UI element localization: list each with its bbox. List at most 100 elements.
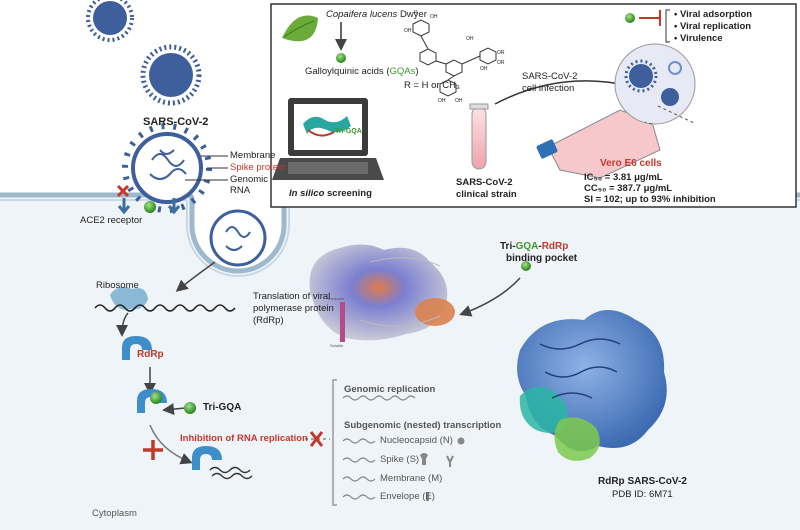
nucleocapsid-label: Nucleocapsid (N) <box>380 435 453 446</box>
chem-label-or-2: OR <box>497 60 505 66</box>
culture-flask <box>536 109 661 179</box>
genomic-replication-label: Genomic replication <box>344 384 436 395</box>
spike-icon <box>420 453 428 465</box>
chem-label-oh-3: OH <box>466 36 474 42</box>
subgenomic-label: Subgenomic (nested) transcription <box>344 420 502 431</box>
inhibition-cross-icon <box>143 440 163 460</box>
chem-label-oh-2: OH <box>430 14 438 20</box>
chemical-structure <box>412 19 497 97</box>
magnified-cells <box>614 43 696 125</box>
membrane-item-label: Membrane (M) <box>380 473 443 484</box>
plant-author: Dwyer <box>399 9 427 20</box>
envelope-icon <box>426 492 429 501</box>
strain-line-2: clinical strain <box>456 189 517 200</box>
screening-method-label: In silico screening <box>289 188 372 199</box>
translation-line-3: (RdRp) <box>253 315 284 326</box>
rdrp-ribbon-structure <box>517 310 667 461</box>
title-rdrp: RdRp <box>541 241 569 252</box>
effect-3: • Virulence <box>674 33 723 44</box>
effect-1: • Viral adsorption <box>674 9 753 20</box>
chem-label-oh-1: OH <box>404 28 412 34</box>
chem-label-oh-6: OH <box>455 98 463 104</box>
structure-name: RdRp SARS-CoV-2 <box>598 476 687 487</box>
gqa-inhibitor-icon <box>625 13 635 23</box>
viral-rna-strand <box>94 304 236 312</box>
leaf-icon <box>282 15 318 42</box>
envelope-label: Envelope (E) <box>380 491 435 502</box>
plant-species: Copaifera lucens <box>326 9 398 20</box>
title-gqa: GQA <box>515 241 539 252</box>
transcription-bracket <box>332 379 337 506</box>
laptop-keyboard <box>272 158 384 180</box>
rdrp-label: RdRp <box>137 349 164 360</box>
binding-pocket-title: Tri-GQA-RdRp <box>500 241 568 252</box>
scale-bottom-label: Soluble <box>330 343 344 348</box>
effect-2: • Viral replication <box>674 21 752 32</box>
inhibition-label: Inhibition of RNA replication <box>180 433 308 444</box>
blocked-cross-icon <box>116 184 130 198</box>
si-value: SI = 102; up to 93% inhibition <box>584 194 716 205</box>
genomic-label: Genomic <box>230 174 269 185</box>
tri-gqa-label: Tri-GQA <box>203 402 242 413</box>
scale-top-label: Insoluble <box>328 296 345 301</box>
rdrp-protein <box>122 336 152 360</box>
effect-3-text: Virulence <box>679 33 723 44</box>
cytoplasm-label: Cytoplasm <box>92 508 137 519</box>
plant-source-label: Copaifera lucens Dwyer <box>326 9 427 20</box>
gqa-molecule-virus <box>144 201 156 213</box>
laptop-tri-gqa-label: Tri-GQA <box>335 128 362 135</box>
virion-small-2 <box>140 44 202 106</box>
hydrophobicity-scale <box>340 302 345 342</box>
ribosome-label: Ribosome <box>96 280 139 291</box>
rdrp-protein-replication <box>192 446 222 470</box>
ace2-receptor-2 <box>167 198 181 215</box>
chem-label-r: R <box>414 10 418 16</box>
nucleocapsid-icon <box>457 437 465 445</box>
compound-name: Galloylquinic acids ( <box>305 66 390 77</box>
vero-cells-label: Vero E6 cells <box>600 158 662 169</box>
sars-cov-2-virion <box>122 123 228 213</box>
binding-pocket-subtitle: binding pocket <box>506 253 578 264</box>
ic50-value: IC₅₀ = 3.81 μg/mL <box>584 172 663 183</box>
r-group-label: R = H or CH₃ <box>404 80 460 91</box>
compound-suffix: ) <box>415 66 419 77</box>
title-tri: Tri- <box>500 241 516 252</box>
structure-pdb: PDB ID: 6M71 <box>612 489 673 500</box>
virus-label: SARS-CoV-2 <box>143 116 209 128</box>
virion-small-1 <box>86 0 134 42</box>
effect-1-text: Viral adsorption <box>679 9 753 20</box>
translation-line-2: polymerase protein <box>253 303 334 314</box>
inhibitor-line <box>639 10 661 26</box>
translation-line-1: Translation of viral <box>253 291 331 302</box>
ribosome <box>110 287 148 310</box>
transcription-block-icon <box>309 431 324 447</box>
gqa-docking-icon <box>521 261 531 271</box>
spike-label: Spike (S) <box>380 454 420 465</box>
rna-label: RNA <box>230 185 251 196</box>
infection-line-1: SARS-CoV-2 <box>522 71 578 82</box>
gqa-molecule-free <box>184 402 196 414</box>
infection-line-2: cell infection <box>522 83 575 94</box>
ace2-label: ACE2 receptor <box>80 215 143 226</box>
endosome-virion <box>209 209 267 267</box>
laptop-screen <box>288 98 368 156</box>
compound-abbr: GQAs <box>389 66 416 77</box>
strain-line-1: SARS-CoV-2 <box>456 177 513 188</box>
membrane-icon <box>446 455 454 467</box>
effect-2-text: Viral replication <box>679 21 752 32</box>
cc50-value: CC₅₀ = 387.7 μg/mL <box>584 183 673 194</box>
title-dash: - <box>538 241 542 252</box>
test-tube <box>469 103 489 170</box>
membrane-label: Membrane <box>230 150 276 161</box>
chem-label-oh-4: OH <box>480 66 488 72</box>
method-italic: In silico <box>289 188 325 199</box>
chem-label-oh-5: OH <box>438 98 446 104</box>
spike-protein-label: Spike protein <box>230 162 286 173</box>
gqa-molecule-bound <box>150 392 162 404</box>
method-rest: screening <box>324 188 372 199</box>
chem-label-or-1: OR <box>497 50 505 56</box>
ace2-receptor-1 <box>117 198 131 215</box>
compound-label: Galloylquinic acids (GQAs) <box>305 66 419 77</box>
